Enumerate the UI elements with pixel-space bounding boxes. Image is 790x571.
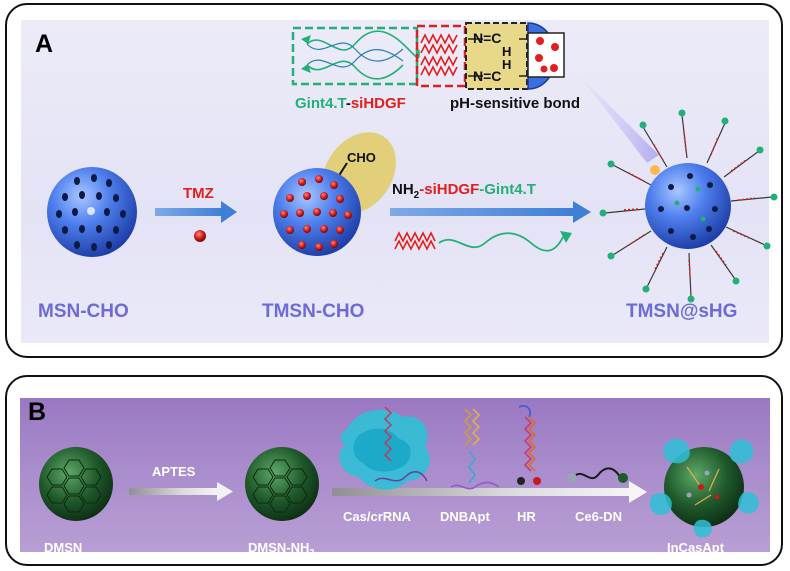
dnbapt-icon xyxy=(451,409,499,489)
msn-sphere xyxy=(47,167,137,257)
panel-b-diagram xyxy=(7,377,783,566)
label-ce6-dn: Ce6-DN xyxy=(575,509,622,524)
label-tmsn-cho: TMSN-CHO xyxy=(262,301,364,323)
legend-drug-carrier xyxy=(528,23,564,89)
label-cas-crrna: Cas/crRNA xyxy=(343,509,411,524)
incasapt-particle xyxy=(650,439,759,538)
label-dnbapt: DNBApt xyxy=(440,509,490,524)
label-msn-cho: MSN-CHO xyxy=(38,301,129,323)
tmz-molecule-icon xyxy=(194,230,206,242)
arrow-conjugation xyxy=(390,201,591,223)
hr-icon xyxy=(517,406,541,485)
dmsn-sphere xyxy=(39,447,113,521)
aptes-label: APTES xyxy=(152,464,195,479)
label-dmsn-nh2-sub: 2 xyxy=(309,548,314,558)
legend-ph-bond-label: pH-sensitive bond xyxy=(450,95,580,112)
legend-gint-label: Gint4.T xyxy=(295,95,346,112)
imine-n-top: N=C xyxy=(473,30,501,46)
imine-h-bottom: H xyxy=(502,57,511,72)
cas-crrna-icon xyxy=(339,407,430,490)
reagent-nh: NH xyxy=(392,181,414,198)
dmsn-nh2-sphere xyxy=(245,447,319,521)
ce6-dn-icon xyxy=(567,468,628,483)
panel-a: A xyxy=(5,3,783,358)
arrow-tmz-loading xyxy=(155,201,237,223)
cho-label: CHO xyxy=(347,150,376,165)
panel-b: B xyxy=(5,375,783,566)
legend-sirna xyxy=(417,26,465,86)
tmsn-shg-particle xyxy=(600,110,778,303)
legend-sihdgf-label: siHDGF xyxy=(351,95,406,112)
zoom-beam xyxy=(579,75,659,163)
tmsn-cho-sphere xyxy=(273,168,361,256)
arrow-aptes xyxy=(129,482,233,501)
tmz-label: TMZ xyxy=(183,185,214,202)
imine-n-bottom: N=C xyxy=(473,68,501,84)
legend-aptamer xyxy=(293,28,419,84)
legend-caption-aptamer-sirna: Gint4.T-siHDGF xyxy=(295,95,406,112)
reagent-label: NH2-siHDGF-Gint4.T xyxy=(392,181,536,201)
label-tmsn-shg: TMSN@sHG xyxy=(626,301,737,323)
label-dmsn-nh2: DMSN-NH2 xyxy=(248,540,314,558)
label-hr: HR xyxy=(517,509,536,524)
reagent-sihdgf: siHDGF xyxy=(424,181,479,198)
label-dmsn: DMSN xyxy=(44,540,82,555)
label-dmsn-nh: DMSN-NH xyxy=(248,540,309,555)
reagent-gint: Gint4.T xyxy=(484,181,536,198)
sirna-aptamer-conjugate-icon xyxy=(395,231,572,251)
label-incasapt: InCasApt xyxy=(667,540,724,555)
